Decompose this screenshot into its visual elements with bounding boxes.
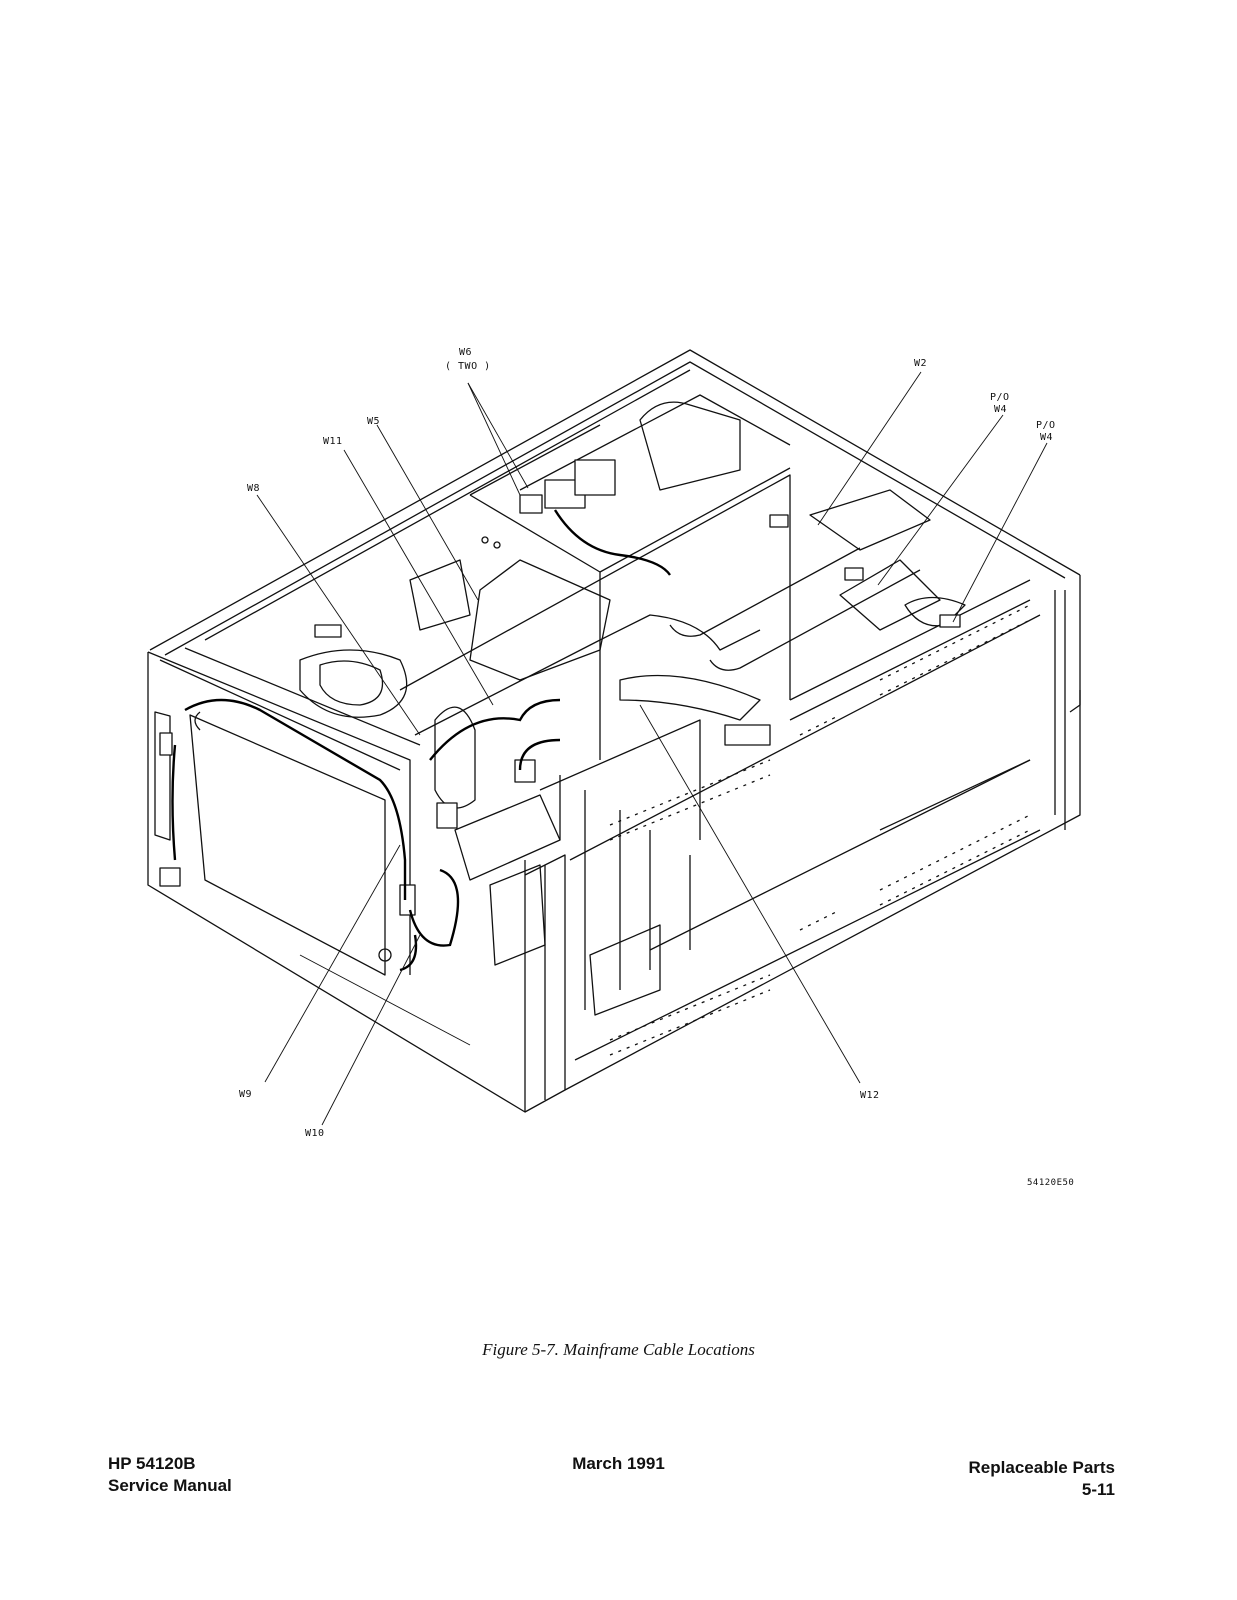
label-w4a-po: P/O: [990, 392, 1010, 403]
footer-right: Replaceable Parts 5-11: [969, 1457, 1115, 1501]
label-w12: W12: [860, 1090, 880, 1101]
footer-section: Replaceable Parts: [968, 1458, 1115, 1477]
label-w5: W5: [367, 416, 380, 427]
footer-date: March 1991: [572, 1454, 665, 1473]
figure-caption: Figure 5-7. Mainframe Cable Locations: [482, 1340, 755, 1359]
wiring: [171, 509, 671, 972]
label-w6-count: ( TWO ): [445, 361, 491, 372]
label-w4a: W4: [994, 404, 1007, 415]
label-w9: W9: [239, 1089, 252, 1100]
footer-manual: Service Manual: [108, 1476, 232, 1495]
label-w4b-po: P/O: [1036, 420, 1056, 431]
label-w2: W2: [914, 358, 927, 369]
figure-code: 54120E50: [1027, 1178, 1074, 1188]
label-w4b: W4: [1040, 432, 1053, 443]
footer-page: 5-11: [1081, 1480, 1115, 1499]
mainframe-cable-diagram: W6 ( TWO ) W2 P/O W4 P/O W4 W5 W11 W8 W9…: [147, 347, 1081, 1188]
footer-left: HP 54120B Service Manual: [108, 1453, 232, 1497]
label-w11: W11: [323, 436, 343, 447]
chassis-drawing: [147, 349, 1081, 1113]
footer-model: HP 54120B: [108, 1454, 196, 1473]
label-w6: W6: [459, 347, 472, 358]
label-w8: W8: [247, 483, 260, 494]
callout-labels: W6 ( TWO ) W2 P/O W4 P/O W4 W5 W11 W8 W9…: [239, 347, 1074, 1188]
label-w10: W10: [305, 1128, 325, 1139]
callout-leaders: [256, 371, 1048, 1126]
